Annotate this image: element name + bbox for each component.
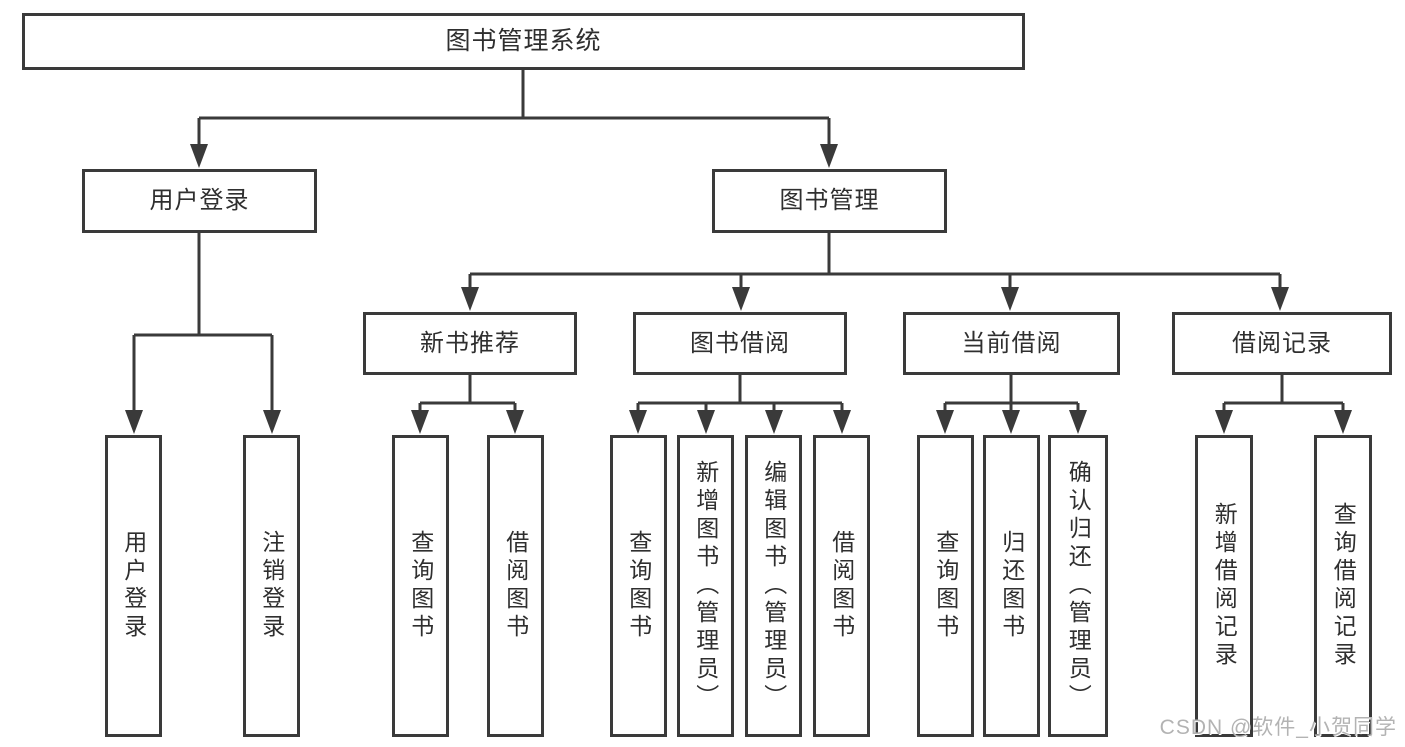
leaf-return-books: 归还图书 bbox=[983, 435, 1040, 737]
node-current-borrowing: 当前借阅 bbox=[903, 312, 1120, 375]
node-label: 图书借阅 bbox=[690, 329, 790, 357]
leaf-borrow-books: 借阅图书 bbox=[813, 435, 870, 737]
node-label: 借阅记录 bbox=[1232, 329, 1332, 357]
leaf-borrow-books-recommend: 借阅图书 bbox=[487, 435, 544, 737]
leaf-query-borrow-record: 查询借阅记录 bbox=[1314, 435, 1372, 737]
leaf-add-borrow-record: 新增借阅记录 bbox=[1195, 435, 1253, 737]
node-label: 借阅图书 bbox=[502, 530, 529, 642]
node-label: 编辑图书（管理员） bbox=[760, 460, 787, 712]
node-label: 图书管理系统 bbox=[445, 27, 602, 56]
node-label: 用户登录 bbox=[120, 530, 147, 642]
node-book-management: 图书管理 bbox=[712, 169, 947, 233]
leaf-query-books-recommend: 查询图书 bbox=[392, 435, 449, 737]
node-label: 查询图书 bbox=[407, 530, 434, 642]
node-label: 当前借阅 bbox=[961, 329, 1062, 357]
node-borrowing-records: 借阅记录 bbox=[1172, 312, 1392, 375]
leaf-edit-books-admin: 编辑图书（管理员） bbox=[745, 435, 802, 737]
watermark: CSDN @软件_小贺同学 bbox=[1159, 716, 1397, 739]
node-label: 确认归还（管理员） bbox=[1065, 460, 1092, 712]
node-label: 新增借阅记录 bbox=[1211, 502, 1238, 670]
leaf-logout: 注销登录 bbox=[243, 435, 300, 737]
leaf-confirm-return-admin: 确认归还（管理员） bbox=[1048, 435, 1108, 737]
node-label: 新书推荐 bbox=[420, 329, 520, 357]
leaf-query-books-current: 查询图书 bbox=[917, 435, 974, 737]
node-user-login: 用户登录 bbox=[82, 169, 317, 233]
leaf-query-books-borrowing: 查询图书 bbox=[610, 435, 667, 737]
node-label: 用户登录 bbox=[149, 187, 250, 215]
leaf-user-login: 用户登录 bbox=[105, 435, 162, 737]
node-label: 注销登录 bbox=[258, 530, 285, 642]
node-book-borrowing: 图书借阅 bbox=[633, 312, 847, 375]
node-label: 查询图书 bbox=[625, 530, 652, 642]
node-label: 新增图书（管理员） bbox=[692, 460, 719, 712]
node-label: 借阅图书 bbox=[828, 530, 855, 642]
node-label: 图书管理 bbox=[779, 187, 880, 215]
node-label: 查询借阅记录 bbox=[1330, 502, 1357, 670]
node-library-system: 图书管理系统 bbox=[22, 13, 1025, 70]
leaf-add-books-admin: 新增图书（管理员） bbox=[677, 435, 734, 737]
node-label: 查询图书 bbox=[932, 530, 959, 642]
node-label: 归还图书 bbox=[998, 530, 1025, 642]
connector-lines bbox=[125, 70, 1352, 434]
node-new-book-recommendation: 新书推荐 bbox=[363, 312, 577, 375]
